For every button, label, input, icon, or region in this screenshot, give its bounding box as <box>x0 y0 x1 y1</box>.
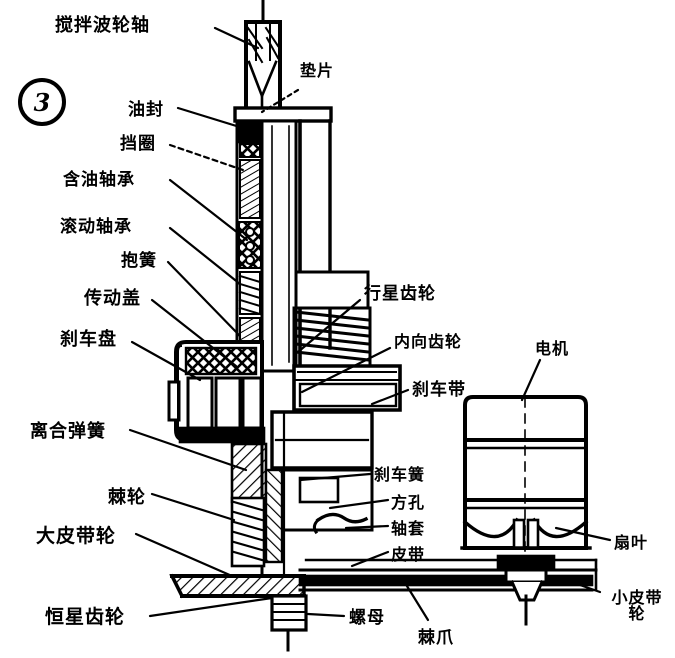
label-belt: 皮带 <box>391 545 426 564</box>
label-clasp-spring: 抱簧 <box>121 251 157 271</box>
label-ratchet-wheel: 棘轮 <box>108 487 146 508</box>
label-large-pulley: 大皮带轮 <box>36 525 117 547</box>
bearing-stack <box>235 119 264 369</box>
label-clutch-spring: 离合弹簧 <box>30 421 106 442</box>
sun-gear-nut <box>270 594 308 652</box>
large-pulley <box>169 573 306 599</box>
leader-lines <box>128 26 612 622</box>
ratchet-wheel <box>230 496 266 568</box>
label-shaft-sleeve: 轴套 <box>391 519 426 538</box>
clutch-spring <box>230 442 268 504</box>
internal-gear-housing <box>292 364 402 412</box>
label-small-pulley: 小皮带轮 <box>611 588 663 623</box>
label-sun-gear: 恒星齿轮 <box>45 606 126 628</box>
label-square-hole: 方孔 <box>391 493 426 512</box>
label-brake-band: 刹车带 <box>412 380 466 400</box>
label-drive-cover: 传动盖 <box>84 288 141 309</box>
label-oil-seal: 油封 <box>128 100 164 120</box>
label-pawl: 棘爪 <box>418 628 454 648</box>
gasket-plate <box>233 106 333 123</box>
figure-number-badge: 3 <box>18 78 66 126</box>
label-rolling-bearing: 滚动轴承 <box>60 217 132 237</box>
brake-clutch-assembly <box>167 340 266 444</box>
lower-gearbox <box>260 410 374 582</box>
label-gasket: 垫片 <box>300 61 335 80</box>
label-internal-gear: 内向齿轮 <box>394 332 463 351</box>
main-shaft-column <box>260 119 332 373</box>
figure-number: 3 <box>33 87 51 117</box>
label-brake-spring: 刹车簧 <box>374 465 426 484</box>
agitator-shaft-body <box>244 0 282 114</box>
label-fan-blade: 扇叶 <box>614 533 649 552</box>
label-planet-gear: 行星齿轮 <box>364 284 436 304</box>
label-oil-bearing: 含油轴承 <box>63 170 135 190</box>
label-retaining-ring: 挡圈 <box>120 134 156 154</box>
label-agitator-shaft: 搅拌波轮轴 <box>55 15 150 36</box>
motor-assembly <box>460 395 592 626</box>
planet-gear-block <box>292 270 372 368</box>
label-brake-disc: 刹车盘 <box>60 329 117 350</box>
label-nut: 螺母 <box>349 608 385 628</box>
label-motor: 电机 <box>535 339 570 358</box>
